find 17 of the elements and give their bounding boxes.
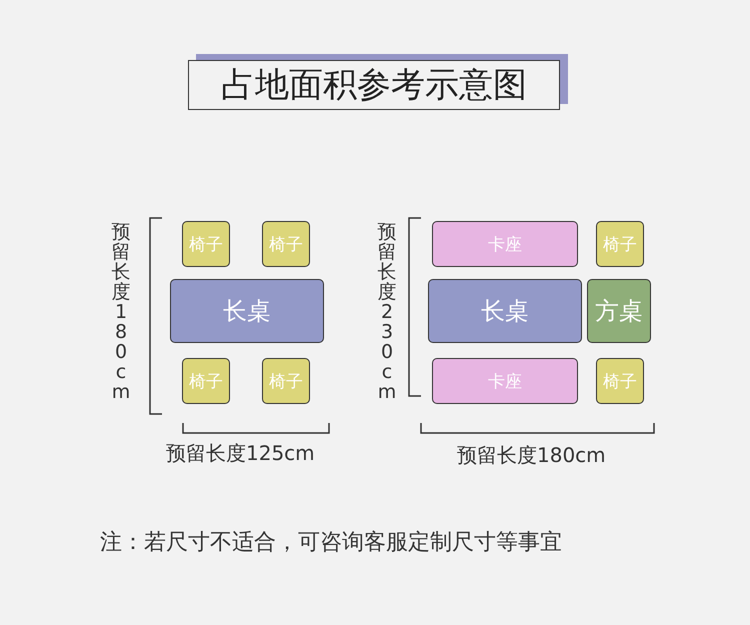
chair-box: 椅子 [596,358,644,404]
chair-box: 椅子 [262,221,310,267]
chair-box: 椅子 [182,358,230,404]
title: 占地面积参考示意图 [188,60,560,110]
dimension-label: 预留长度230cm [376,222,398,402]
chair-box: 椅子 [262,358,310,404]
table-box: 方桌 [587,279,651,343]
table-box: 长桌 [170,279,324,343]
chair-box: 椅子 [596,221,644,267]
table-box: 长桌 [428,279,582,343]
note-text: 注：若尺寸不适合，可咨询客服定制尺寸等事宜 [100,529,562,557]
dimension-label: 预留长度125cm [166,440,315,467]
booth-box: 卡座 [432,221,578,267]
chair-box: 椅子 [182,221,230,267]
dimension-label: 预留长度180cm [110,222,132,402]
dimension-label: 预留长度180cm [457,442,606,469]
booth-box: 卡座 [432,358,578,404]
